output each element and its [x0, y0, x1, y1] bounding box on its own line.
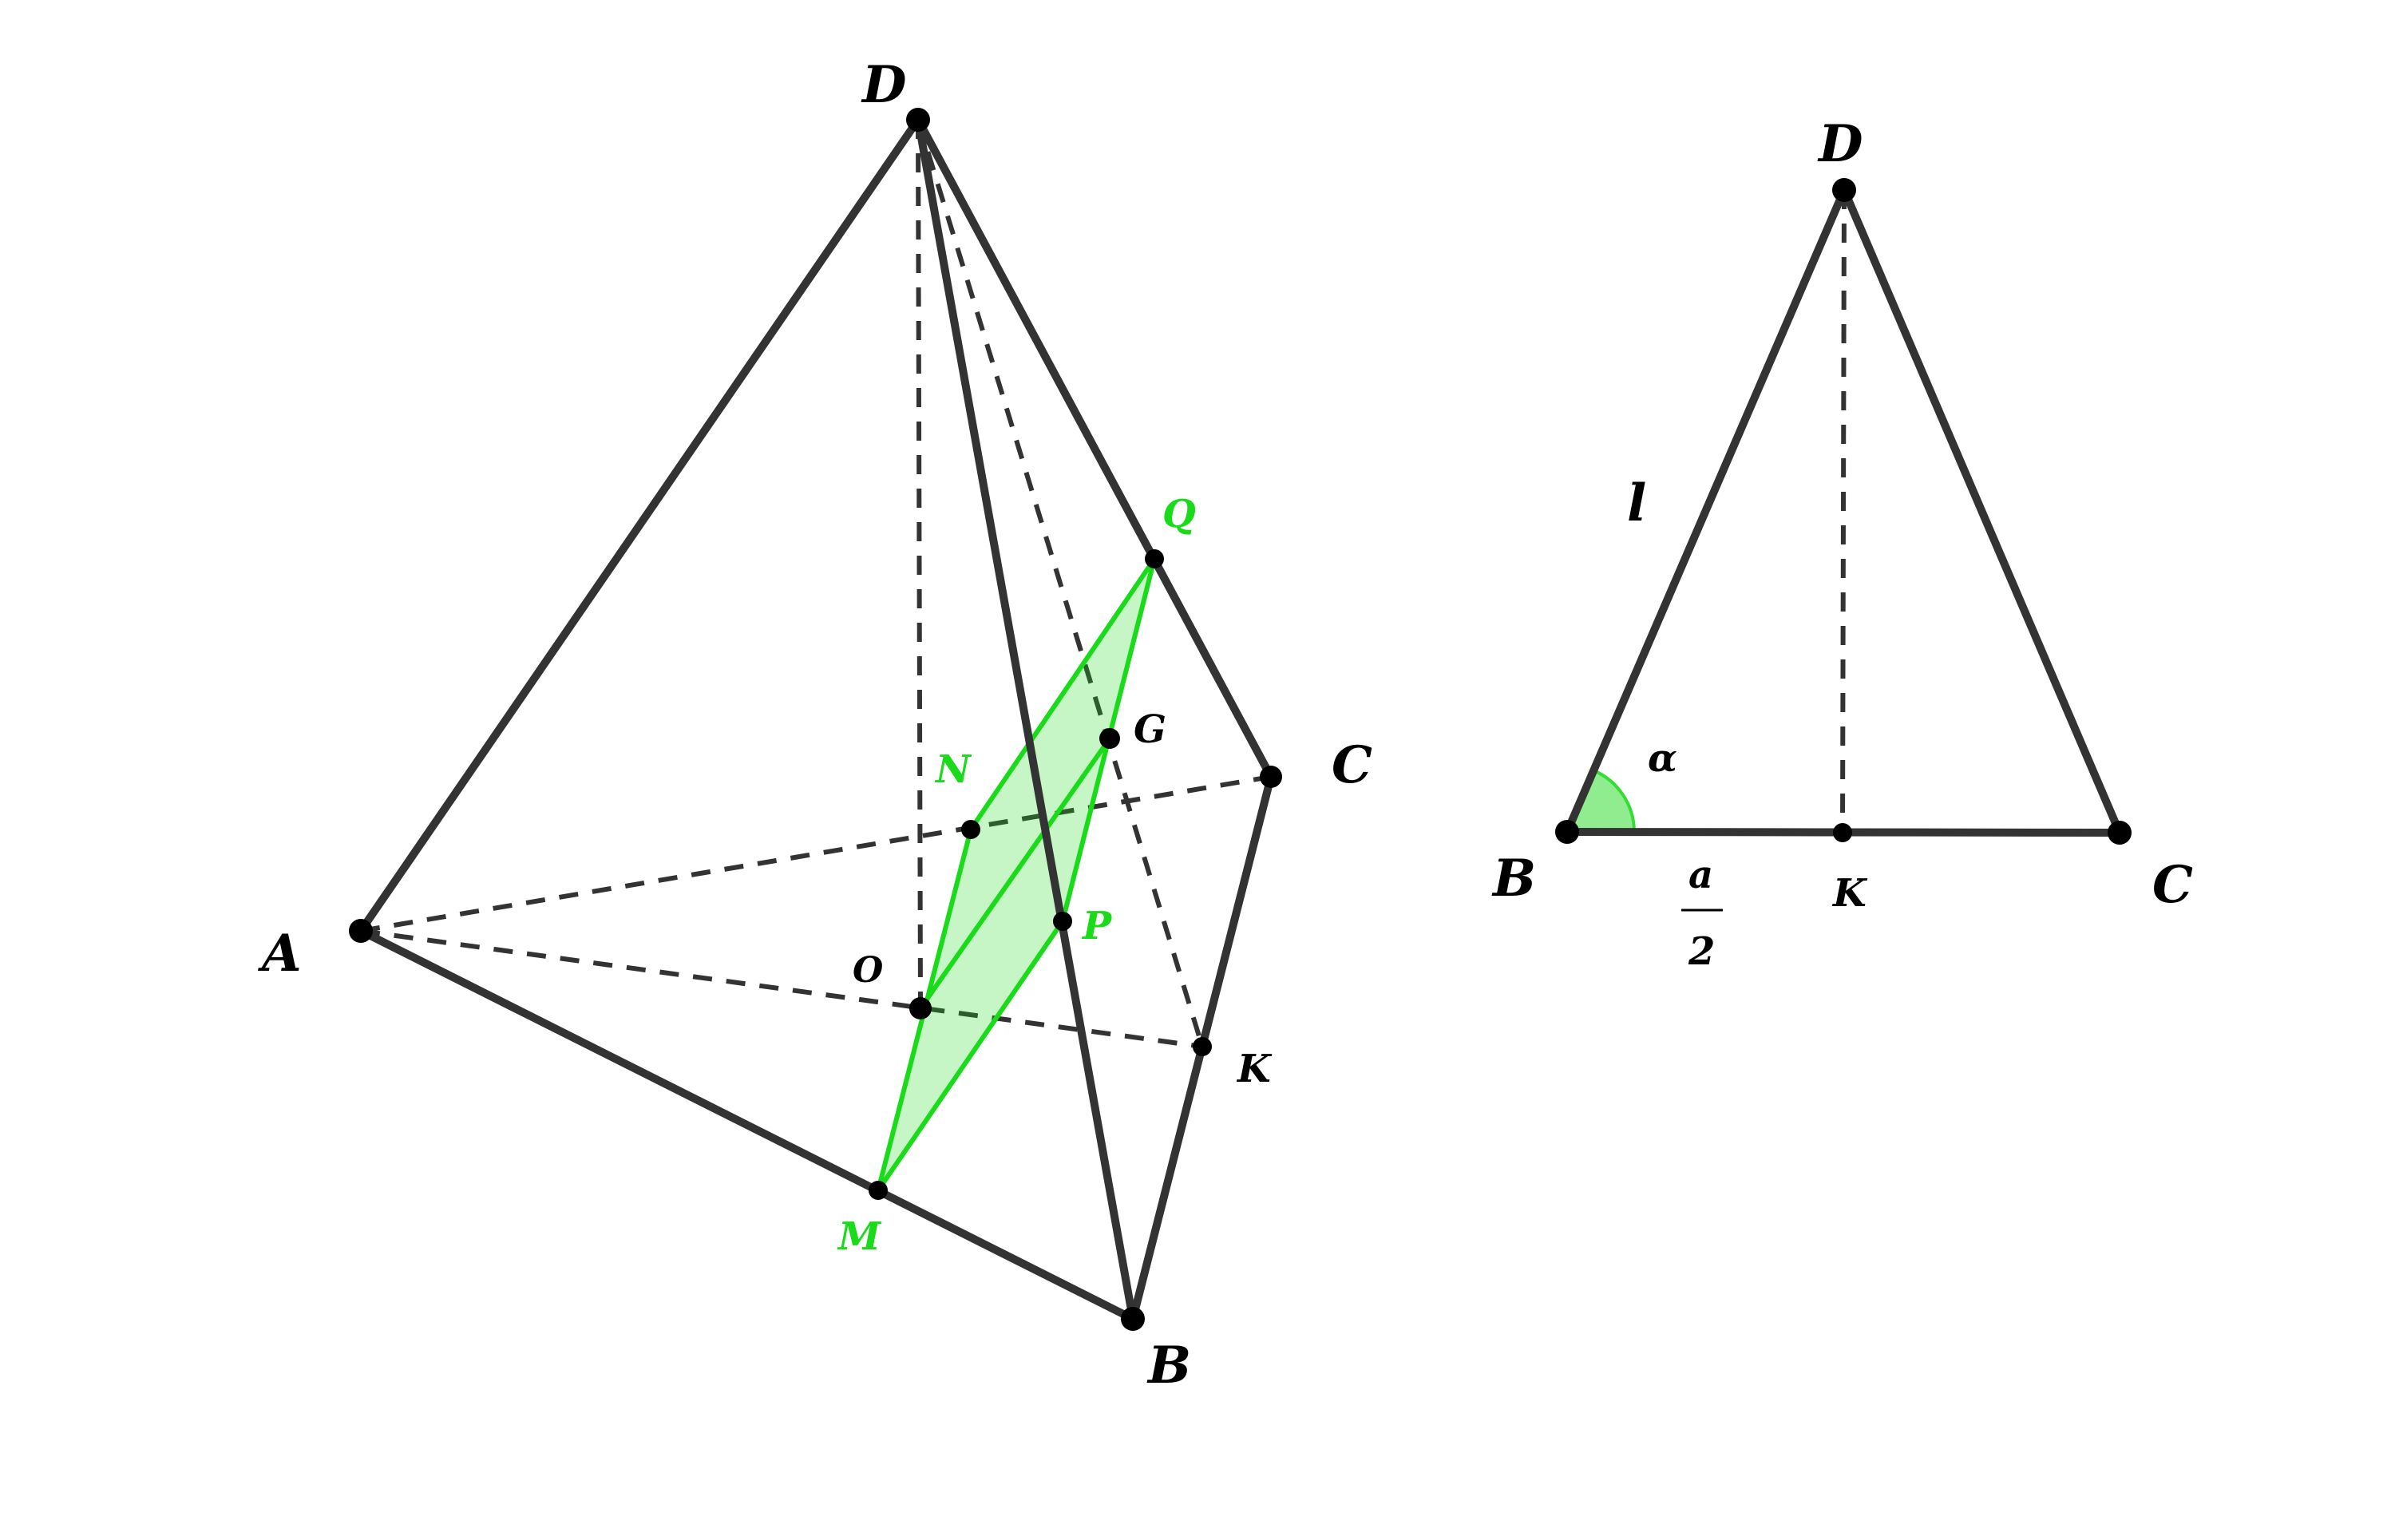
dashed-line-DK — [916, 119, 1205, 1047]
triangle-point-K — [1833, 823, 1852, 842]
section-edge-NQ — [968, 557, 1157, 831]
point-O — [909, 997, 932, 1019]
label-D: D — [861, 55, 907, 115]
dashed-height-DK — [1840, 189, 1847, 833]
triangle-label-K: K — [1831, 871, 1868, 916]
point-C — [1260, 766, 1282, 788]
edge-AB — [357, 927, 1137, 1323]
side-label-l: l — [1627, 473, 1646, 533]
label-B: B — [1146, 1336, 1191, 1396]
triangle-label-B: B — [1491, 849, 1536, 909]
triangle-point-B — [1555, 820, 1579, 844]
point-A — [349, 919, 373, 943]
fraction-denominator: 2 — [1688, 929, 1715, 974]
point-Q — [1145, 549, 1164, 568]
triangle-point-D — [1832, 178, 1856, 202]
triangle-label-D: D — [1817, 114, 1863, 174]
triangle-point-C — [2108, 821, 2132, 845]
edge-DA — [357, 116, 922, 935]
fraction-a-over-2: a 2 — [1681, 853, 1723, 974]
label-A: A — [258, 924, 302, 984]
point-G — [1099, 728, 1120, 749]
section-edges — [876, 557, 1157, 1192]
edge-DB — [914, 116, 1137, 1323]
label-K: K — [1236, 1047, 1273, 1091]
point-B — [1121, 1307, 1145, 1331]
angle-alpha-marker — [1564, 768, 1637, 835]
triangle-edge-DB — [1563, 186, 1848, 836]
section-edge-PM — [876, 920, 1065, 1192]
section-edge-OG — [918, 737, 1112, 1010]
label-P: P — [1081, 904, 1113, 948]
point-K — [1193, 1037, 1212, 1056]
triangle-label-C: C — [2152, 855, 2193, 915]
dashed-line-DO — [916, 119, 923, 1009]
label-Q: Q — [1162, 492, 1196, 536]
triangle-edge-DC — [1840, 186, 2124, 837]
dashed-line-AC — [360, 774, 1272, 933]
label-M: M — [837, 1214, 882, 1259]
label-N: N — [934, 747, 972, 792]
label-G: G — [1134, 707, 1166, 752]
angle-label-alpha: α — [1648, 736, 1677, 781]
triangle-figure: D B C K l α a 2 — [1491, 114, 2193, 974]
tetrahedron-figure: D A B C O G K M N P Q — [258, 55, 1372, 1396]
point-D — [906, 108, 930, 132]
label-C: C — [1332, 735, 1372, 795]
point-P — [1053, 912, 1072, 931]
label-O: O — [853, 950, 883, 991]
edge-DC — [914, 116, 1275, 781]
fraction-numerator: a — [1688, 853, 1713, 897]
point-M — [869, 1181, 888, 1200]
point-N — [961, 820, 980, 839]
dashed-line-AK — [360, 928, 1203, 1049]
